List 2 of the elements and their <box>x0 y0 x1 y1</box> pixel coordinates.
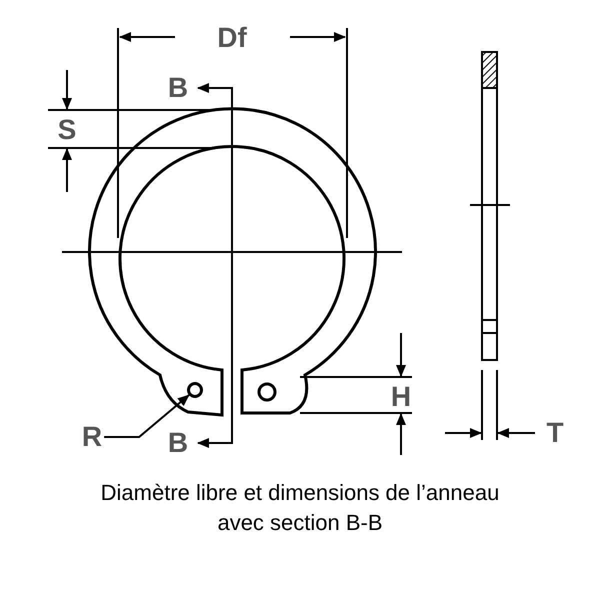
caption: Diamètre libre et dimensions de l’anneau avec section B-B <box>100 479 500 537</box>
leader-line <box>104 394 190 438</box>
